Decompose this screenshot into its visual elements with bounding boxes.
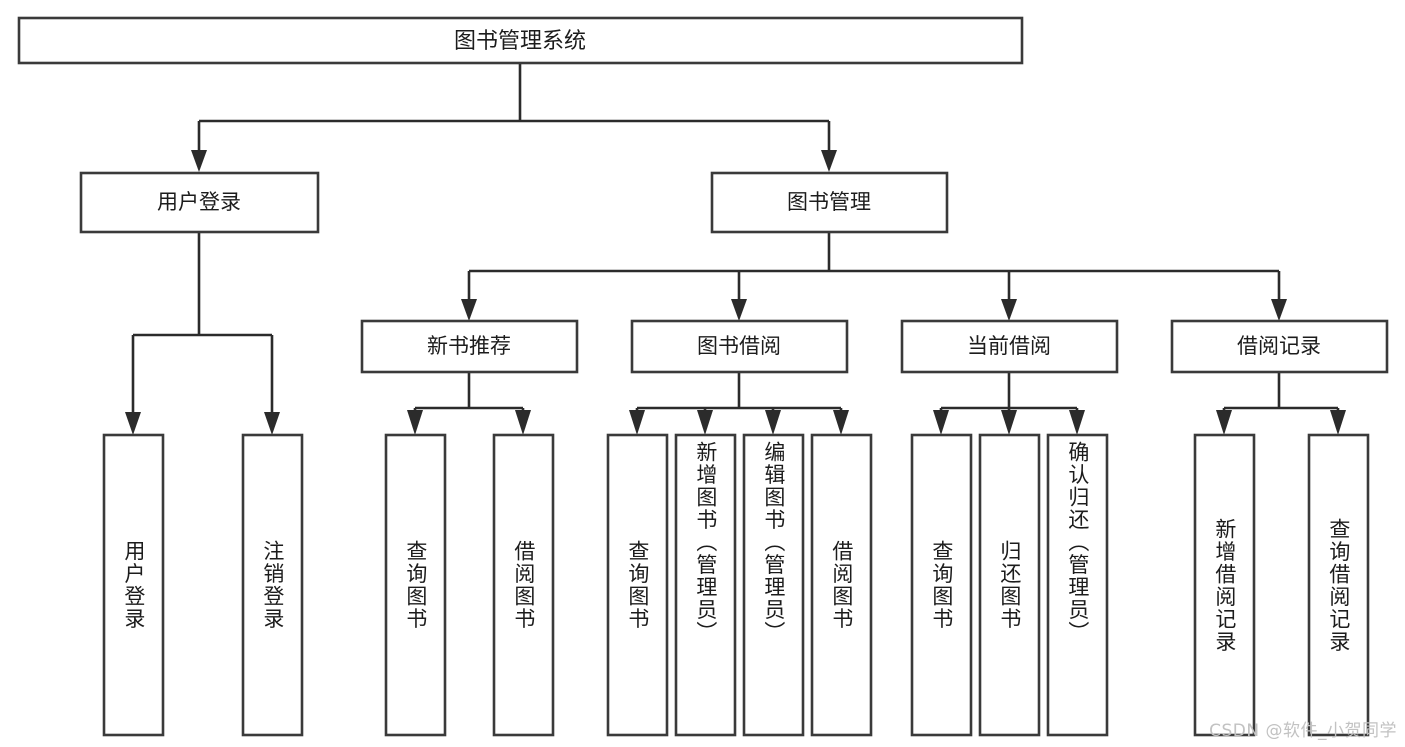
csdn-watermark: CSDN @软件_小贺同学 bbox=[1209, 721, 1397, 741]
node-borrow-record-label: 借阅记录 bbox=[1237, 334, 1321, 358]
leaf-box-user-login-2[interactable] bbox=[241, 433, 304, 737]
arrow-current-borrow-leaf-3 bbox=[1069, 410, 1085, 435]
arrow-current-borrow-leaf-1 bbox=[933, 410, 949, 435]
leaf-box-current-borrow-2[interactable] bbox=[978, 433, 1041, 737]
leaf-box-book-borrow-4[interactable] bbox=[810, 433, 873, 737]
node-user-login[interactable]: 用户登录 bbox=[79, 171, 320, 234]
arrow-new-book-leaf-1 bbox=[407, 410, 423, 435]
arrow-book-borrow-leaf-3 bbox=[765, 410, 781, 435]
node-book-management[interactable]: 图书管理 bbox=[710, 171, 949, 234]
arrow-to-book-mgmt bbox=[821, 150, 837, 172]
arrow-current-borrow-leaf-2 bbox=[1001, 410, 1017, 435]
arrow-book-borrow-leaf-4 bbox=[833, 410, 849, 435]
node-current-borrow[interactable]: 当前借阅 bbox=[900, 319, 1119, 374]
leaf-box-borrow-record-1[interactable] bbox=[1193, 433, 1256, 737]
node-root[interactable]: 图书管理系统 bbox=[17, 16, 1024, 65]
leaf-box-borrow-record-2[interactable] bbox=[1307, 433, 1370, 737]
arrow-borrow-record-leaf-1 bbox=[1216, 410, 1232, 435]
leaf-box-new-book-1[interactable] bbox=[384, 433, 447, 737]
node-new-book-recommend[interactable]: 新书推荐 bbox=[360, 319, 579, 374]
node-current-borrow-label: 当前借阅 bbox=[967, 334, 1051, 358]
leaf-box-current-borrow-3[interactable] bbox=[1046, 433, 1109, 737]
node-book-management-label: 图书管理 bbox=[787, 190, 871, 214]
node-borrow-record[interactable]: 借阅记录 bbox=[1170, 319, 1389, 374]
arrow-to-user-login bbox=[191, 150, 207, 172]
node-book-borrow[interactable]: 图书借阅 bbox=[630, 319, 849, 374]
arrow-book-borrow-leaf-2 bbox=[697, 410, 713, 435]
leaf-box-current-borrow-1[interactable] bbox=[910, 433, 973, 737]
leaf-box-user-login-1[interactable] bbox=[102, 433, 165, 737]
arrow-borrow-record-leaf-2 bbox=[1330, 410, 1346, 435]
node-new-book-recommend-label: 新书推荐 bbox=[427, 334, 511, 358]
arrow-book-borrow-leaf-1 bbox=[629, 410, 645, 435]
arrow-to-borrow-record bbox=[1271, 299, 1287, 321]
arrow-user-login-leaf-1 bbox=[125, 412, 141, 435]
arrow-to-book-borrow bbox=[731, 299, 747, 321]
leaf-box-book-borrow-1[interactable] bbox=[606, 433, 669, 737]
leaf-box-book-borrow-2[interactable] bbox=[674, 433, 737, 737]
leaf-box-new-book-2[interactable] bbox=[492, 433, 555, 737]
leaf-box-book-borrow-3[interactable] bbox=[742, 433, 805, 737]
arrow-to-new-book bbox=[461, 299, 477, 321]
arrow-new-book-leaf-2 bbox=[515, 410, 531, 435]
node-user-login-label: 用户登录 bbox=[157, 190, 241, 214]
node-layer: 图书管理系统 用户登录 图书管理 新书推荐 图书借阅 当前 bbox=[17, 16, 1389, 737]
node-root-label: 图书管理系统 bbox=[454, 29, 586, 54]
node-book-borrow-label: 图书借阅 bbox=[697, 334, 781, 358]
connector-layer bbox=[125, 63, 1346, 435]
arrow-to-current-borrow bbox=[1001, 299, 1017, 321]
arrow-user-login-leaf-2 bbox=[264, 412, 280, 435]
